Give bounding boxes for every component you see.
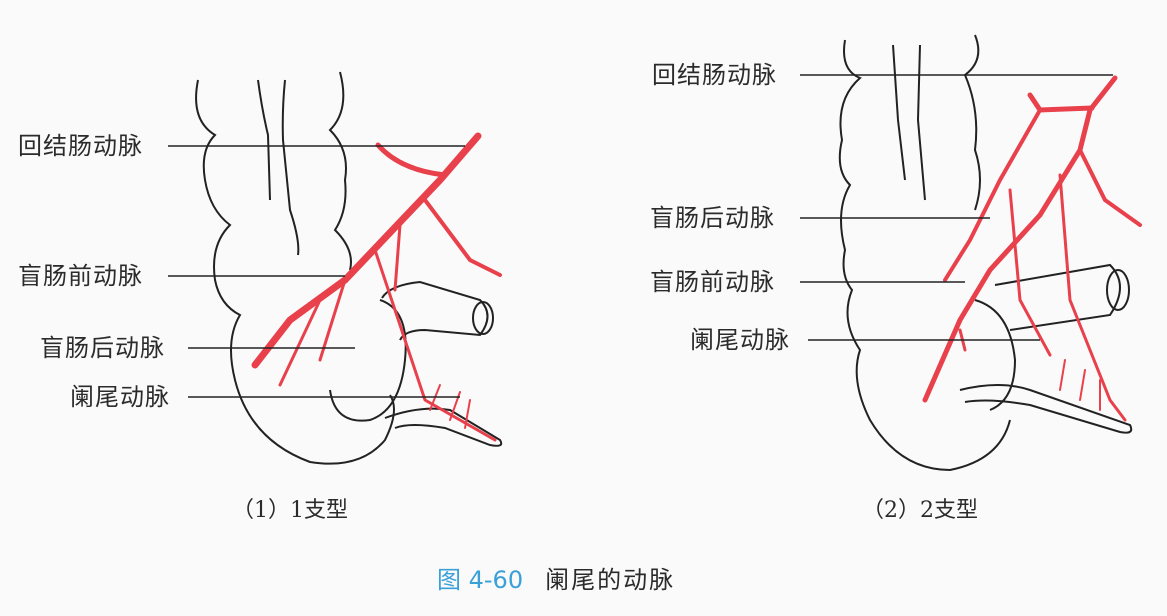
panel-1-caption: （1）1支型 <box>232 498 348 523</box>
panel-2-caption: （2）2支型 <box>862 498 978 523</box>
panel-2-vessels <box>922 75 1142 422</box>
label-appendicular-artery-2: 阑尾动脉 <box>690 326 790 354</box>
figure-caption: 图 4-60 阑尾的动脉 <box>437 560 675 595</box>
leader-lines <box>168 74 1113 398</box>
label-anterior-cecal-artery-2: 盲肠前动脉 <box>650 268 775 296</box>
label-posterior-cecal-artery-2: 盲肠后动脉 <box>650 204 775 232</box>
label-ileocolic-artery-2: 回结肠动脉 <box>652 61 777 89</box>
label-anterior-cecal-artery-1: 盲肠前动脉 <box>18 262 143 290</box>
label-ileocolic-artery-1: 回结肠动脉 <box>18 132 143 160</box>
panel-2-drawing <box>838 34 1133 472</box>
figure-title: 阑尾的动脉 <box>545 566 676 594</box>
figure-number: 图 4-60 <box>437 566 524 594</box>
panel-1-vessels <box>251 132 502 442</box>
label-posterior-cecal-artery-1: 盲肠后动脉 <box>40 334 165 362</box>
label-appendicular-artery-1: 阑尾动脉 <box>70 383 170 411</box>
